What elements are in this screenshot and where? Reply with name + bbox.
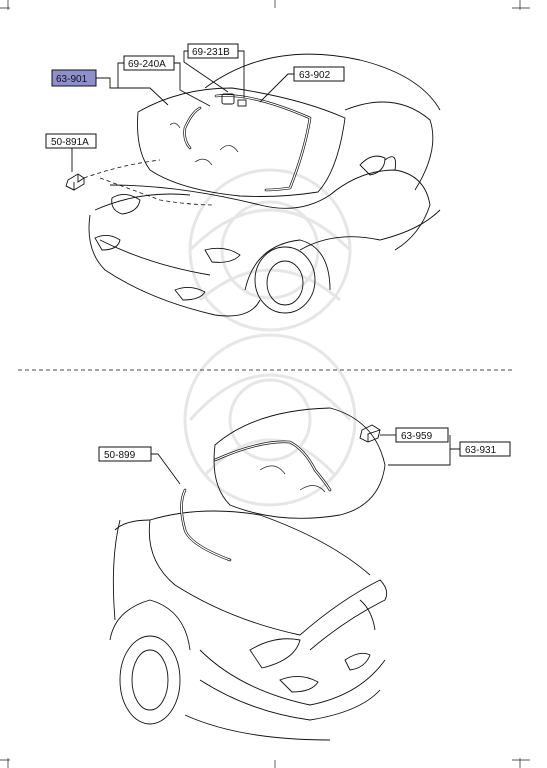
leader-63-901 — [96, 77, 169, 106]
label-63-959-text: 63-959 — [401, 431, 433, 442]
label-50-899-text: 50-899 — [104, 450, 136, 461]
leader-50-899 — [151, 453, 181, 485]
mirror-base-clip — [221, 93, 247, 107]
windshield-glass — [137, 87, 346, 197]
watermark-emblem — [183, 168, 357, 507]
label-63-902-text: 63-902 — [299, 70, 331, 81]
front-car-outline — [88, 53, 441, 317]
leader-63-931 — [388, 435, 460, 466]
rear-glass — [213, 407, 386, 519]
label-50-899[interactable]: 50-899 — [98, 446, 152, 462]
label-63-931-text: 63-931 — [465, 445, 497, 456]
leader-69-240a — [117, 62, 211, 107]
leader-63-902 — [259, 73, 294, 103]
label-50-891a[interactable]: 50-891A — [45, 133, 97, 149]
label-50-891a-text: 50-891A — [51, 137, 89, 148]
rear-glass-seal — [213, 440, 332, 492]
label-69-240a[interactable]: 69-240A — [123, 55, 175, 71]
clip-63-959-part — [359, 424, 381, 443]
deck-seal — [180, 488, 232, 562]
label-63-902[interactable]: 63-902 — [293, 66, 345, 82]
label-63-931[interactable]: 63-931 — [459, 441, 511, 457]
label-69-240a-text: 69-240A — [128, 59, 166, 70]
windshield-molding — [214, 94, 312, 192]
label-63-901-text: 63-901 — [56, 74, 88, 85]
windshield-dam — [183, 106, 202, 150]
leader-69-231b — [183, 50, 245, 98]
registration-marks — [0, 0, 530, 768]
clip-50-891a-part — [65, 159, 216, 206]
label-69-231b[interactable]: 69-231B — [187, 43, 239, 59]
label-63-959[interactable]: 63-959 — [395, 427, 449, 443]
rear-car-outline — [109, 510, 388, 741]
label-69-231b-text: 69-231B — [192, 47, 230, 58]
label-63-901[interactable]: 63-901 — [51, 69, 97, 87]
